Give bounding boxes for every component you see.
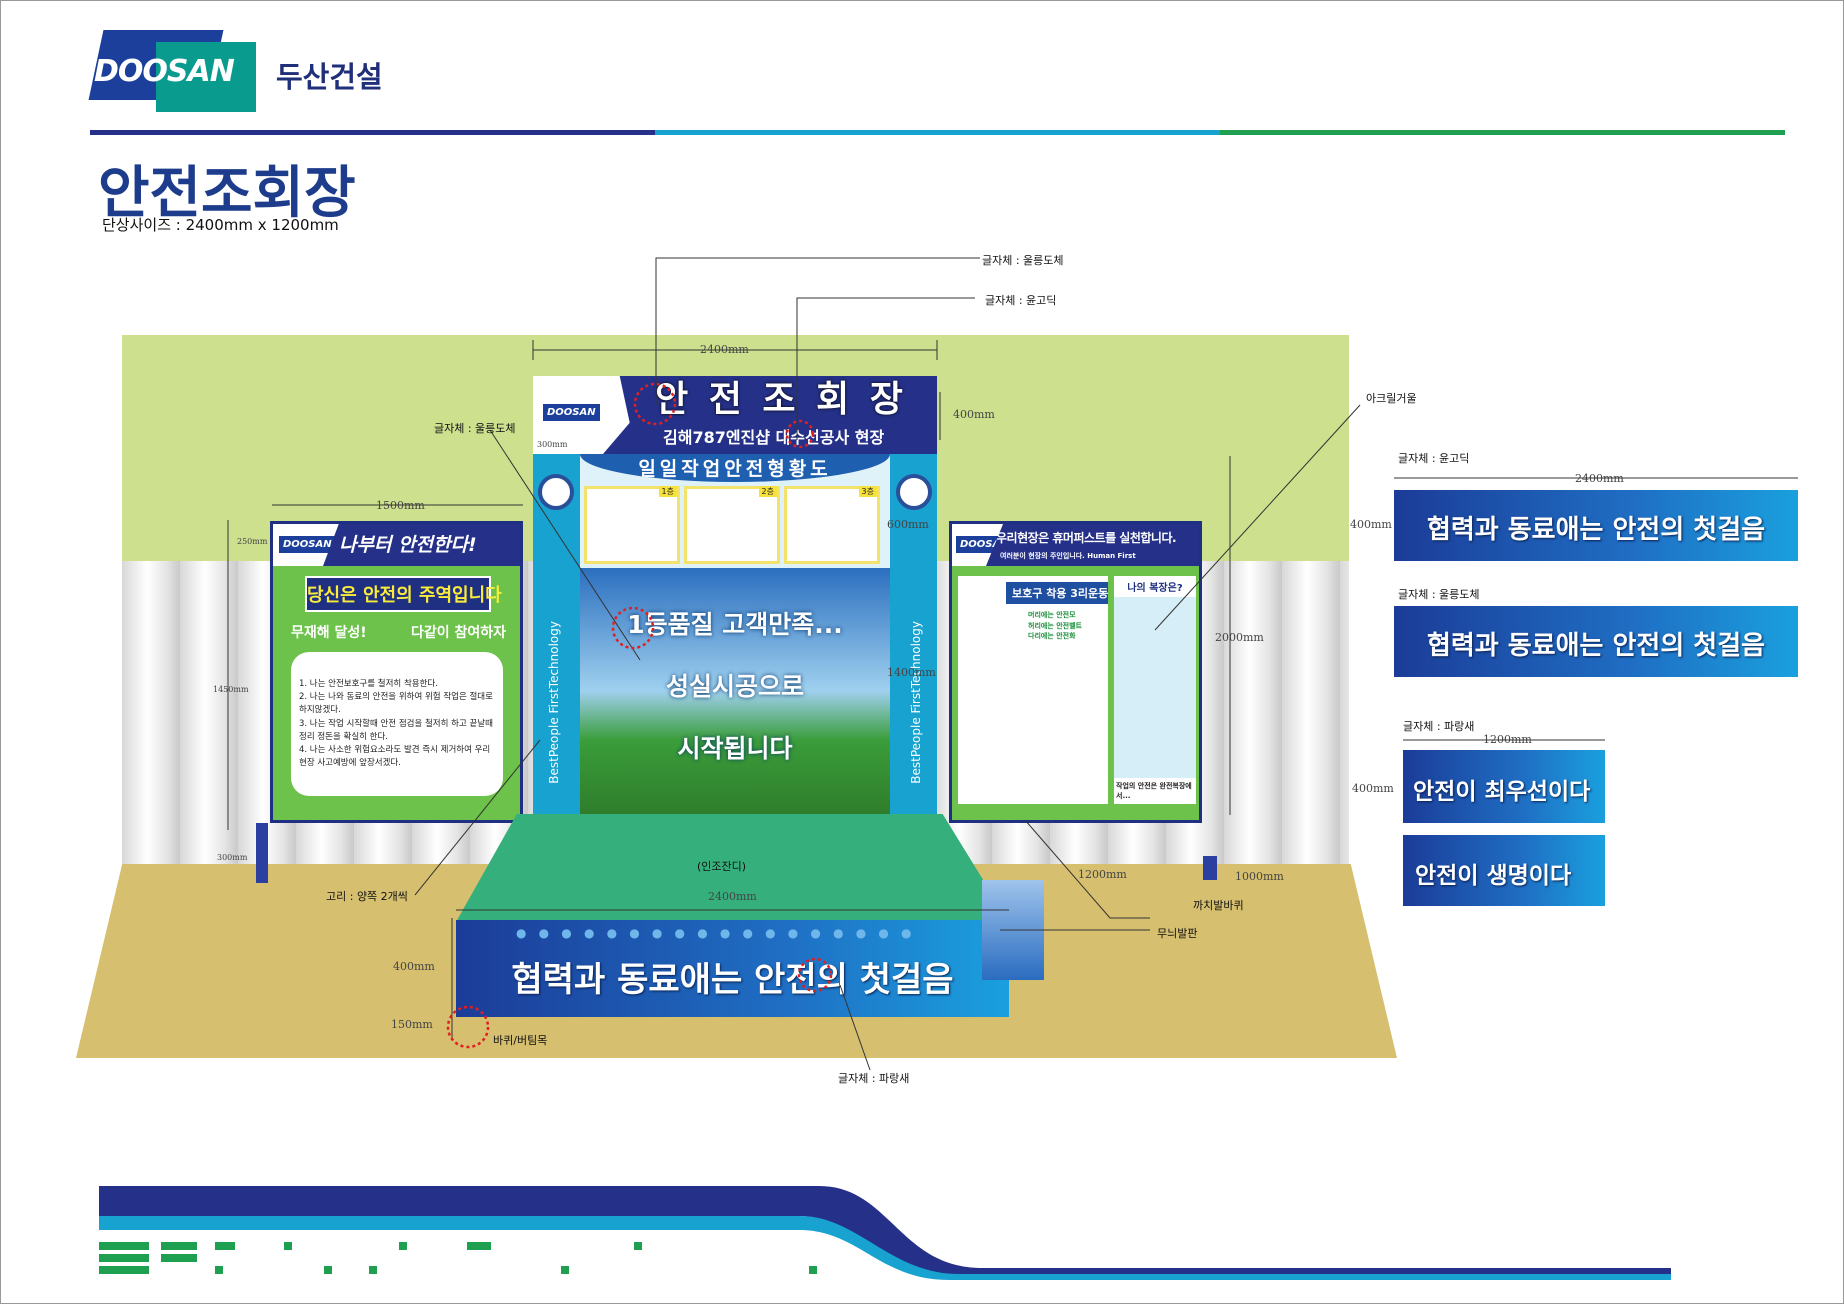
header-rule-cyan — [655, 130, 1220, 135]
dim-front-width: 2400mm — [708, 890, 757, 903]
left-board: DOOSAN 나부터 안전한다! 당신은 안전의 주역입니다 무재해 달성! 다… — [270, 521, 523, 823]
pledge-rule: 2. 나는 나와 동료의 안전을 위하여 위험 작업은 절대로 하지않겠다. — [299, 692, 493, 716]
dim-width-top: 2400mm — [700, 343, 749, 356]
sample3-font: 글자체 : 파랑새 — [1403, 720, 1475, 733]
dim-depth-1000: 1000mm — [1235, 870, 1284, 883]
sample-banner-1: 협력과 동료애는 안전의 첫걸음 — [1394, 490, 1798, 561]
dim-150: 150mm — [391, 1018, 433, 1031]
dim-1400: 1400mm — [887, 666, 936, 679]
stage-title-board: DOOSAN 안 전 조 회 장 김해787엔진샵 대수선공사 현장 — [533, 376, 937, 454]
annotation-step: 무늬발판 — [1157, 927, 1198, 940]
brand-name: 두산건설 — [276, 60, 383, 94]
annotation-acrylic: 아크릴거울 — [1366, 392, 1417, 405]
sample1-font: 글자체 : 윤고딕 — [1398, 452, 1470, 465]
front-banner: ● ● ● ● ● ● ● ● ● ● ● ● ● ● ● ● ● ● 협력과 … — [456, 920, 1009, 1017]
scene-line: 1등품질 고객만족... — [627, 610, 843, 639]
gear-item: 허리에는 안전벨트 — [1028, 621, 1082, 630]
stage-subtitle: 김해787엔진샵 대수선공사 현장 — [663, 428, 885, 447]
dim-2000: 2000mm — [1215, 631, 1264, 644]
right-board-campaign: 보호구 착용 3리운동 — [1006, 582, 1108, 604]
sample-banner-text: 안전이 생명이다 — [1415, 863, 1572, 889]
stage-logo: DOOSAN — [543, 404, 600, 421]
dim-front-height: 400mm — [393, 960, 435, 973]
status-slot: 2층 — [684, 486, 780, 564]
left-board-slogan: 나부터 안전한다! — [339, 534, 477, 556]
scene-line: 시작됩니다 — [677, 734, 793, 763]
header-rule-navy — [90, 130, 655, 135]
sample3-height: 400mm — [1352, 782, 1394, 795]
sample-banner-3: 안전이 최우선이다 — [1403, 750, 1605, 823]
gear-item: 다리에는 안전화 — [1028, 632, 1076, 640]
scene-line: 성실시공으로 — [665, 672, 804, 701]
right-board-sub: 여러분이 현장의 주인입니다. Human First — [1000, 552, 1136, 560]
front-banner-text: 협력과 동료애는 안전의 첫걸음 — [511, 960, 954, 1000]
footer-swoosh — [99, 1186, 1671, 1280]
mascot-medal-icon — [896, 474, 932, 510]
annotation-wheels: 까치발바퀴 — [1193, 899, 1244, 912]
sample-banner-4: 안전이 생명이다 — [1403, 835, 1605, 906]
left-board-right-call: 다같이 참여하자 — [410, 625, 506, 641]
center-arch: BestPeople FirstTechnology BestPeople Fi… — [533, 454, 937, 814]
dim-600: 600mm — [887, 518, 929, 531]
page-title: 안전조회장 — [98, 161, 356, 226]
left-board-logo: DOOSAN — [279, 536, 336, 553]
annotation-font-subtitle: 글자체 : 윤고딕 — [985, 294, 1057, 307]
mascot-medal-icon — [538, 474, 574, 510]
mirror-panel: 나의 복장은? 작업의 안전은 완전복장에서... — [1114, 576, 1196, 804]
sample-banner-text: 협력과 동료애는 안전의 첫걸음 — [1426, 515, 1766, 545]
left-board-left-call: 무재해 달성! — [291, 625, 367, 641]
left-board-headline: 당신은 안전의 주역입니다 — [305, 576, 502, 612]
doosan-logo: DOOSAN — [86, 30, 256, 112]
right-board-slogan: 우리현장은 휴머퍼스트를 실천합니다. — [996, 531, 1177, 545]
dim-250: 250mm — [237, 537, 268, 546]
gear-item: 머리에는 안전모 — [1028, 611, 1076, 619]
lawn-label: (인조잔디) — [697, 860, 747, 873]
annotation-font-front: 글자체 : 파랑새 — [838, 1072, 910, 1085]
dim-pillar: 300mm — [537, 440, 568, 449]
annotation-font-top: 글자체 : 울릉도체 — [982, 254, 1064, 267]
pledge-rule: 3. 나는 작업 시작할때 안전 점검을 철저히 하고 끝날때 정리 정돈을 확… — [299, 718, 493, 742]
dim-1450: 1450mm — [213, 685, 249, 694]
sample-banner-text: 협력과 동료애는 안전의 첫걸음 — [1426, 631, 1766, 661]
status-slot: 1층 — [584, 486, 680, 564]
annotation-hook: 고리 : 양쪽 2개씩 — [326, 890, 408, 903]
scene-poster: 1등품질 고객만족... 성실시공으로 시작됩니다 — [580, 568, 890, 814]
sample2-font: 글자체 : 울릉도체 — [1398, 588, 1480, 601]
pledge-rule: 4. 나는 사소한 위험요소라도 발견 즉시 제거하여 우리현장 사고예방에 앞… — [299, 744, 491, 769]
pledge-rule: 1. 나는 안전보호구를 철저히 착용한다. — [299, 679, 438, 689]
annotation-wheel: 바퀴/버팀목 — [493, 1034, 548, 1047]
sample1-height: 400mm — [1350, 518, 1392, 531]
annotation-font-arch: 글자체 : 울릉도체 — [434, 422, 516, 435]
stage-floor — [456, 814, 1009, 922]
stage-title: 안 전 조 회 장 — [655, 379, 907, 420]
right-board: DOOSAN 우리현장은 휴머퍼스트를 실천합니다.여러분이 현장의 주인입니다… — [949, 521, 1202, 823]
mirror-title: 나의 복장은? — [1114, 576, 1196, 597]
header-rule-green — [1220, 130, 1785, 135]
dim-width-board: 1500mm — [376, 499, 425, 512]
sample-banner-text: 안전이 최우선이다 — [1413, 779, 1591, 805]
mirror-caption: 작업의 안전은 완전복장에서... — [1114, 778, 1196, 804]
dim-300: 300mm — [217, 853, 248, 862]
sample-banner-2: 협력과 동료애는 안전의 첫걸음 — [1394, 606, 1798, 677]
page-subtitle: 단상사이즈 : 2400mm x 1200mm — [102, 216, 339, 234]
dim-height-top: 400mm — [953, 408, 995, 421]
pledge-card: 1. 나는 안전보호구를 철저히 착용한다. 2. 나는 나와 동료의 안전을 위… — [291, 652, 503, 796]
dim-depth-1200: 1200mm — [1078, 868, 1127, 881]
status-slot: 3층 — [784, 486, 880, 564]
